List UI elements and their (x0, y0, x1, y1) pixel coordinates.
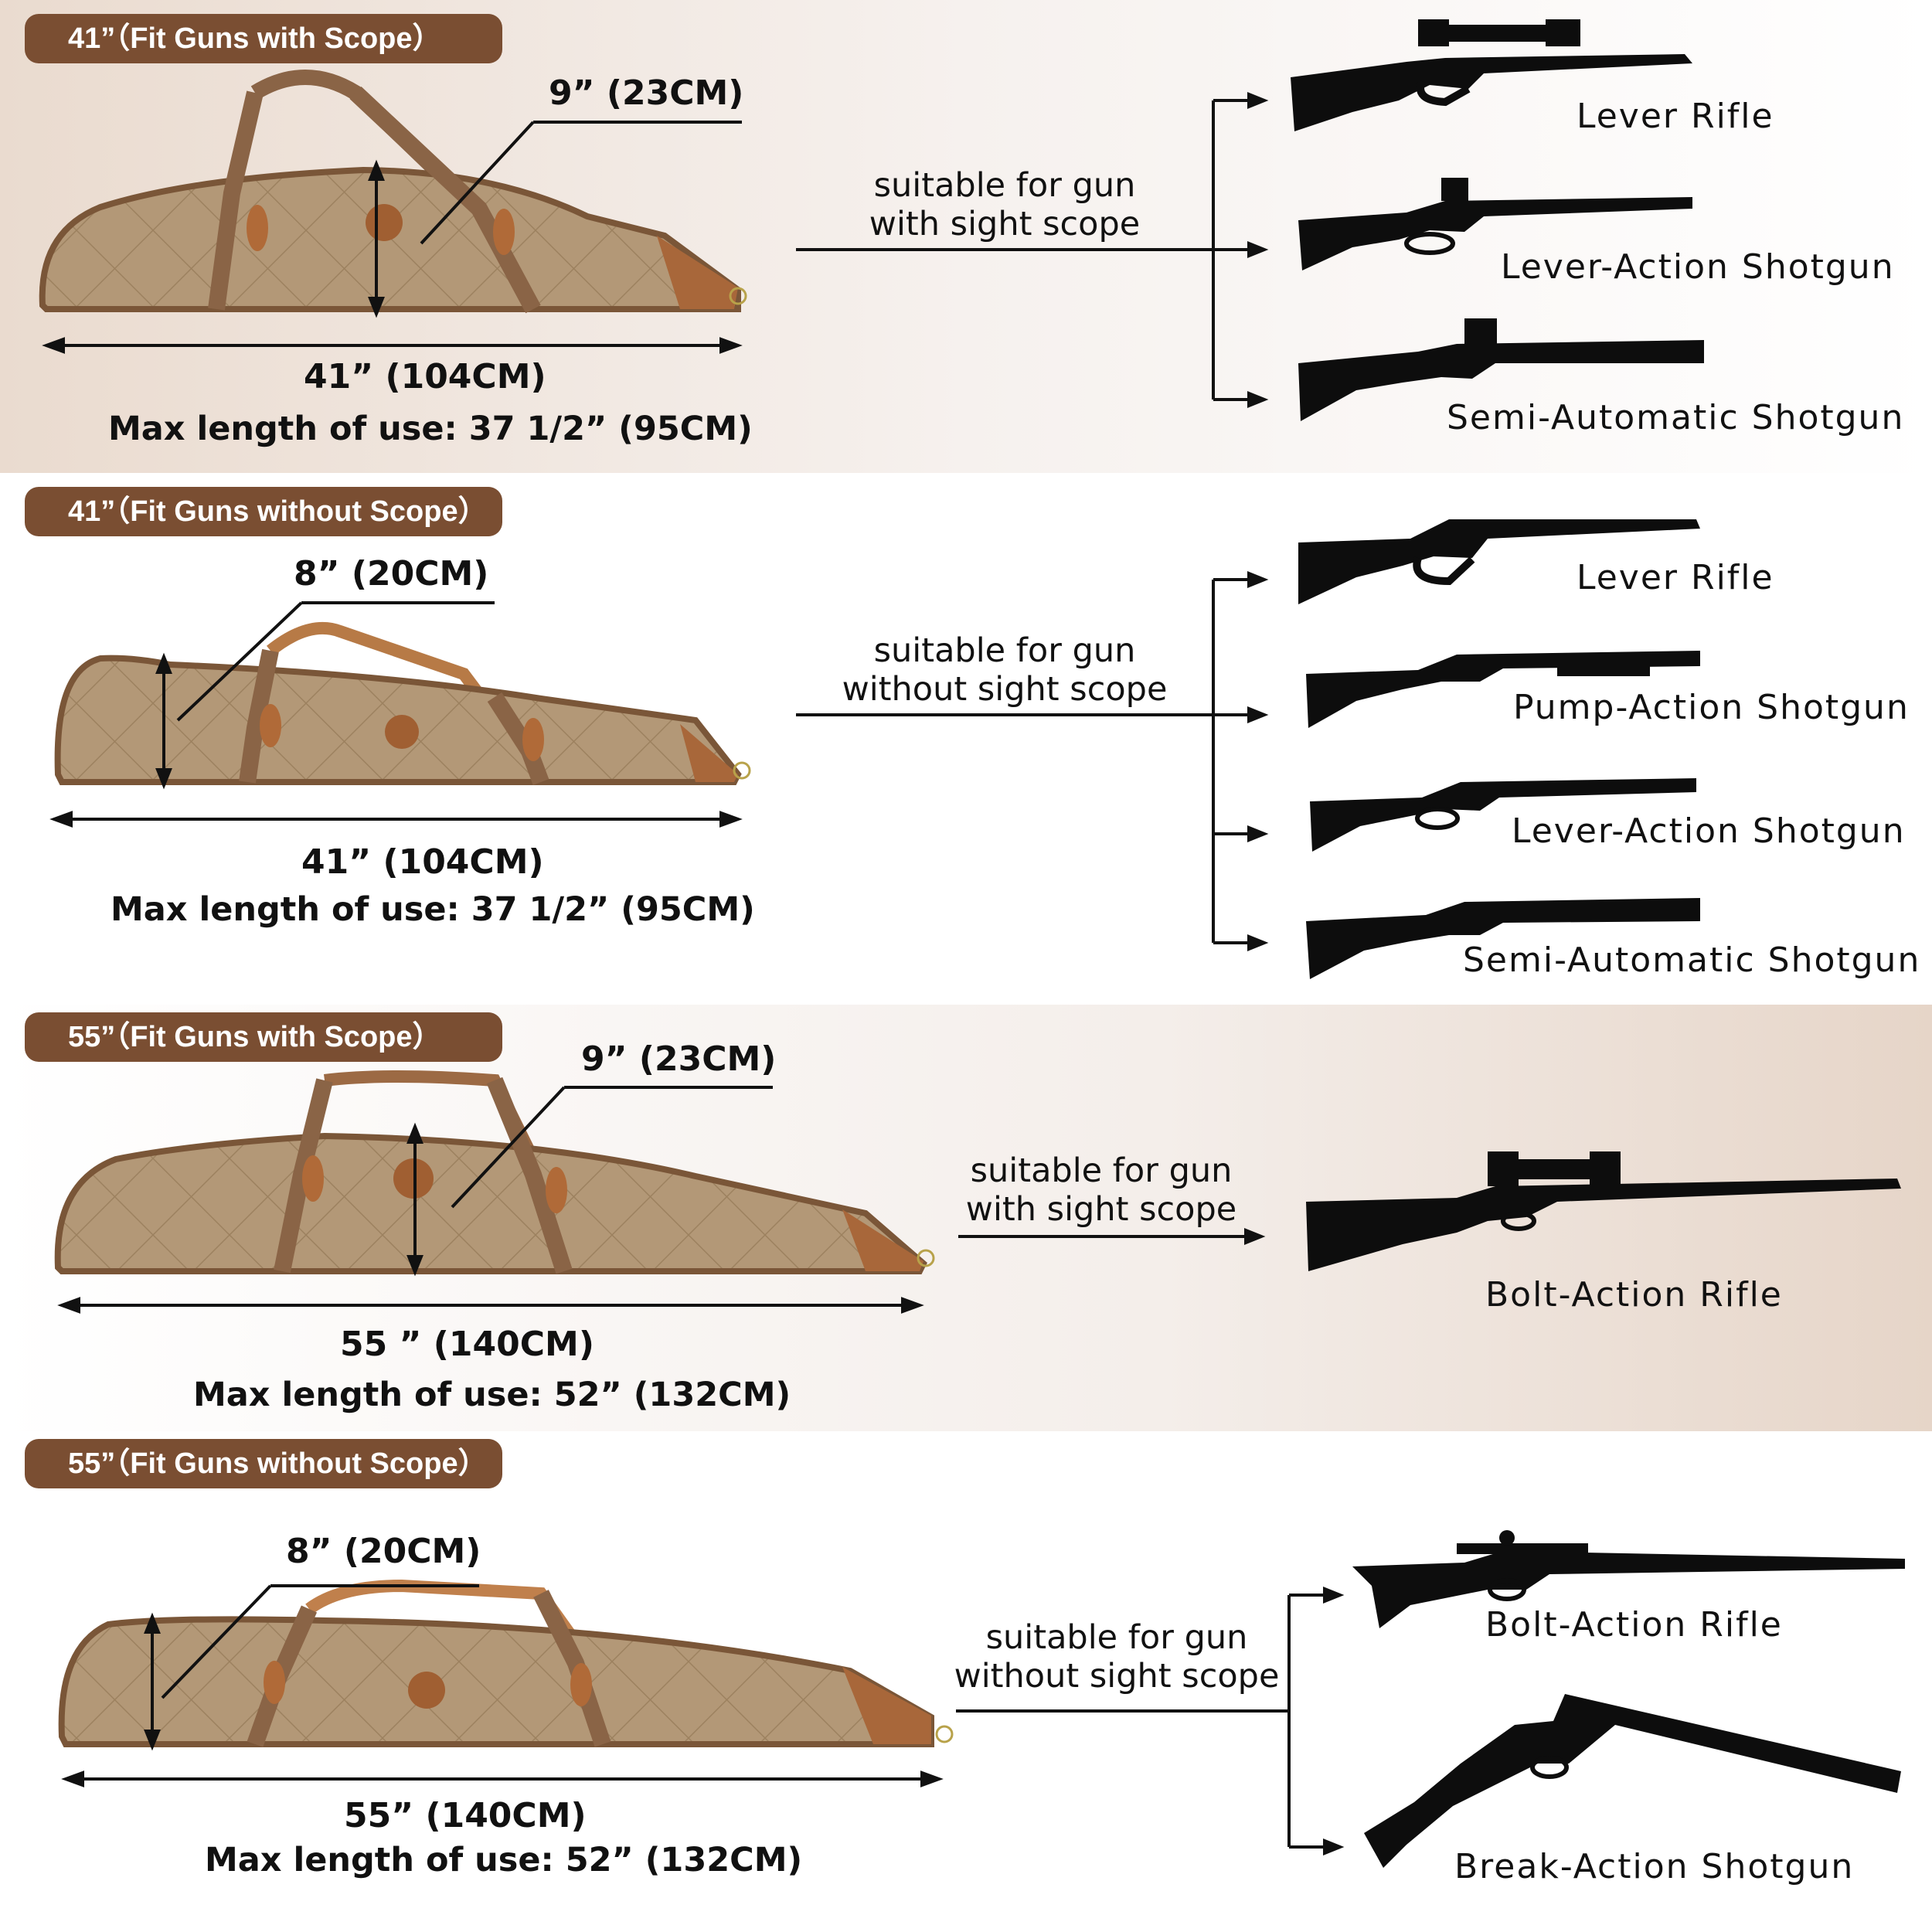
max-length-label: Max length of use: 37 1/2” (95CM) (111, 890, 755, 929)
gun-connector-bracket (956, 1587, 1345, 1855)
lever-rifle-with-scope-icon (1291, 19, 1692, 131)
gun-name: Bolt-Action Rifle (1485, 1605, 1783, 1645)
height-label: 9” (23CM) (581, 1039, 777, 1079)
max-length-label: Max length of use: 52” (132CM) (193, 1376, 791, 1414)
section-badge: 41”（Fit Guns with Scope） (25, 14, 502, 63)
max-length-label: Max length of use: 37 1/2” (95CM) (108, 410, 753, 448)
suitable-label: suitable for gun with sight scope (965, 1151, 1237, 1229)
length-label: 55” (140CM) (344, 1796, 587, 1835)
section-background (0, 0, 1932, 473)
height-dimension-arrow (368, 121, 742, 318)
semi-automatic-shotgun-with-sight-icon (1298, 318, 1704, 421)
gun-case-bag-image (54, 621, 751, 785)
gun-name: Semi-Automatic Shotgun (1447, 398, 1905, 437)
gun-name: Pump-Action Shotgun (1513, 688, 1910, 727)
gun-connector-bracket (796, 92, 1269, 408)
lever-action-shotgun-with-sight-icon (1298, 178, 1692, 270)
section-background (0, 1431, 1932, 1932)
length-dimension-arrow (42, 337, 743, 354)
semi-automatic-shotgun-icon (1306, 898, 1700, 979)
length-dimension-arrow (49, 811, 743, 828)
height-label: 8” (20CM) (286, 1532, 481, 1571)
length-dimension-arrow (61, 1770, 944, 1787)
gun-connector-bracket (796, 571, 1269, 951)
bolt-action-rifle-with-scope-icon (1306, 1151, 1901, 1271)
section-badge: 55”（Fit Guns with Scope） (25, 1012, 502, 1062)
suitable-label: suitable for gun without sight scope (842, 631, 1168, 709)
height-label: 9” (23CM) (549, 73, 744, 113)
gun-name: Semi-Automatic Shotgun (1463, 940, 1921, 980)
length-label: 41” (104CM) (301, 842, 544, 882)
lever-rifle-icon (1298, 519, 1700, 604)
gun-case-bag-image (54, 1070, 935, 1274)
suitable-label: suitable for gun without sight scope (954, 1618, 1280, 1696)
section-badge: 55”（Fit Guns without Scope） (25, 1439, 502, 1488)
height-dimension-arrow (406, 1086, 773, 1277)
gun-name: Bolt-Action Rifle (1485, 1275, 1783, 1315)
gun-name: Lever Rifle (1577, 558, 1774, 597)
height-label: 8” (20CM) (294, 554, 489, 594)
pump-action-shotgun-icon (1306, 651, 1700, 728)
gun-name: Break-Action Shotgun (1454, 1847, 1855, 1886)
gun-connector-bracket (958, 1228, 1266, 1245)
height-dimension-arrow (155, 601, 495, 790)
section-badge: 41”（Fit Guns without Scope） (25, 487, 502, 536)
length-dimension-arrow (57, 1297, 924, 1314)
bolt-action-rifle-icon (1352, 1530, 1905, 1628)
section-background (0, 1005, 1932, 1431)
section-41-without-scope: 41”（Fit Guns without Scope） 8” (20CM) 41… (0, 473, 1932, 1005)
section-55-with-scope: 55”（Fit Guns with Scope） 9” (23CM) 55 ” … (0, 1005, 1932, 1431)
suitable-label: suitable for gun with sight scope (869, 166, 1141, 243)
break-action-shotgun-icon (1364, 1694, 1901, 1868)
section-41-with-scope: 41”（Fit Guns with Scope） 9” (23CM) 41” (… (0, 0, 1932, 473)
gun-name: Lever-Action Shotgun (1501, 247, 1895, 287)
height-dimension-arrow (144, 1584, 479, 1751)
section-55-without-scope: 55”（Fit Guns without Scope） 8” (20CM) 55… (0, 1431, 1932, 1932)
gun-case-bag-image (58, 1579, 954, 1747)
lever-action-shotgun-icon (1310, 778, 1696, 852)
length-label: 41” (104CM) (304, 357, 546, 396)
length-label: 55 ” (140CM) (340, 1325, 594, 1364)
gun-name: Lever Rifle (1577, 97, 1774, 136)
gun-name: Lever-Action Shotgun (1512, 811, 1906, 851)
max-length-label: Max length of use: 52” (132CM) (205, 1841, 803, 1879)
